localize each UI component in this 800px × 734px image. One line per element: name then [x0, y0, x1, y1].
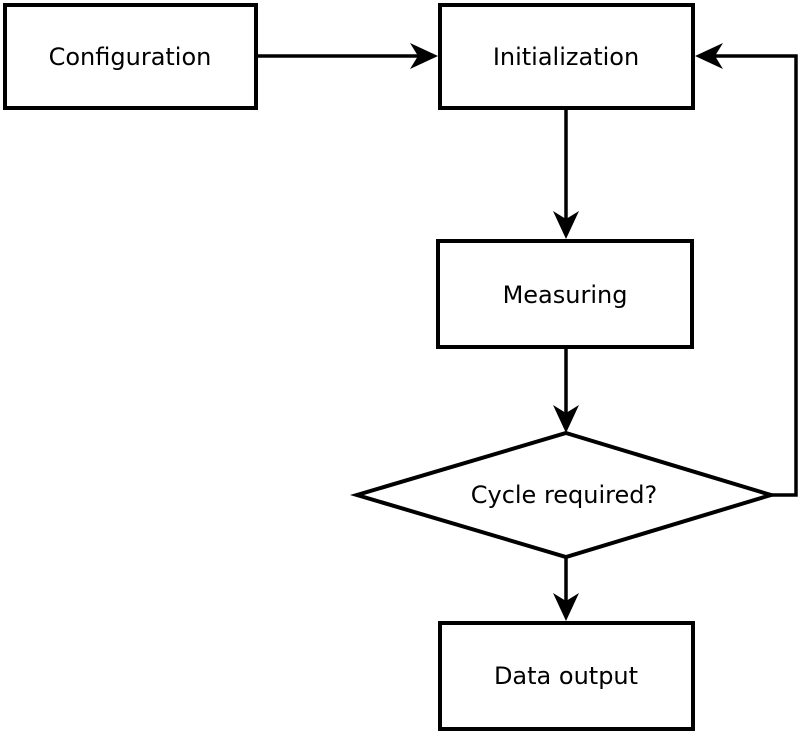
- configuration-label: Configuration: [49, 43, 212, 71]
- measuring-label: Measuring: [503, 281, 628, 309]
- edge-cycle-required-to-initialization-loop: [695, 43, 798, 497]
- arrowhead-down-icon: [553, 211, 579, 239]
- cycle-required-label: Cycle required?: [471, 481, 658, 509]
- configuration-box: [3, 3, 258, 110]
- data-output-box: [438, 621, 695, 731]
- node-cycle-required: Cycle required?: [349, 430, 778, 560]
- edge-configuration-to-initialization: [258, 43, 438, 69]
- edge-measuring-to-cycle-required: [553, 349, 579, 433]
- data-output-label: Data output: [494, 662, 638, 690]
- node-configuration: Configuration: [3, 3, 258, 110]
- edge-cycle-required-to-data-output: [553, 557, 579, 621]
- node-initialization: Initialization: [438, 3, 695, 110]
- arrowhead-down-icon: [553, 405, 579, 433]
- arrowhead-down-icon: [553, 593, 579, 621]
- edge-initialization-to-measuring: [553, 110, 579, 239]
- initialization-box: [438, 3, 695, 110]
- initialization-label: Initialization: [493, 43, 639, 71]
- measuring-box: [436, 239, 694, 349]
- arrowhead-right-icon: [410, 43, 438, 69]
- node-measuring: Measuring: [436, 239, 694, 349]
- cycle-required-diamond: [349, 430, 778, 560]
- connector-line: [713, 54, 798, 497]
- arrowhead-left-icon: [695, 43, 723, 69]
- node-data-output: Data output: [438, 621, 695, 731]
